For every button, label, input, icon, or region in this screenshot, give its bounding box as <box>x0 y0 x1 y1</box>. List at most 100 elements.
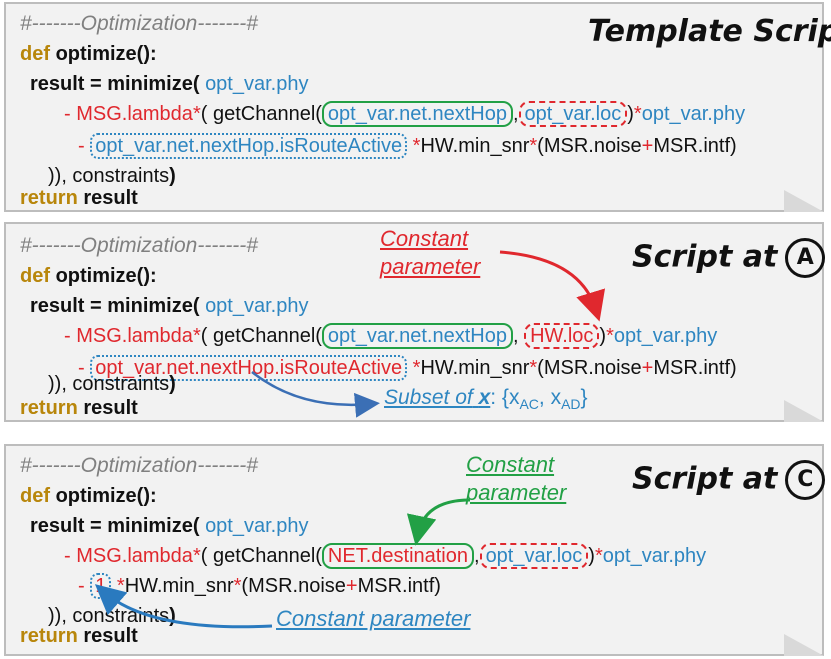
intf-term: MSR.intf) <box>653 357 737 379</box>
page-fold <box>784 400 824 422</box>
subset-label: Subset of <box>384 386 473 409</box>
return-value: result <box>83 625 138 647</box>
green-arrow <box>406 498 471 546</box>
noise-term: (MSR.noise <box>537 135 642 157</box>
blue-arrow <box>251 371 380 418</box>
def-keyword: def <box>20 43 50 65</box>
comment-line: #-------Optimization-------# <box>20 234 258 257</box>
subset-close: } <box>580 386 588 409</box>
panel-title-text: Script at <box>632 239 778 275</box>
noise-term: (MSR.noise <box>241 575 346 597</box>
min-snr: HW.min_snr <box>124 575 234 597</box>
function-name: optimize(): <box>55 485 157 507</box>
channel-line: - MSG.lambda*( getChannel(NET.destinatio… <box>64 543 707 569</box>
function-name: optimize(): <box>55 43 157 65</box>
badge-a: A <box>785 238 826 278</box>
def-line: def optimize(): <box>20 42 157 66</box>
opt-phy: opt_var.phy <box>205 515 309 537</box>
result-line: result = minimize( opt_var.phy <box>30 294 308 318</box>
annotation-line-2: parameter <box>466 480 567 505</box>
subset-values: : {x <box>490 386 520 409</box>
page-fold <box>784 190 824 212</box>
intf-term: MSR.intf) <box>357 575 441 597</box>
def-line: def optimize(): <box>20 264 157 288</box>
opt-phy-end: opt_var.phy <box>641 103 746 125</box>
snr-line: - opt_var.net.nextHop.isRouteActive *HW.… <box>78 133 737 159</box>
script-a-panel <box>4 222 824 422</box>
opt-phy: opt_var.phy <box>205 73 309 95</box>
minus-sign: - <box>78 575 85 597</box>
nexthop-box: opt_var.net.nextHop <box>321 323 513 349</box>
constraints-text: )), constraints <box>48 373 170 395</box>
minus-sign: - <box>78 357 85 379</box>
template-script-panel <box>4 2 824 212</box>
return-keyword: return <box>20 397 78 419</box>
plus-sign: + <box>641 135 654 157</box>
noise-term: (MSR.noise <box>537 357 642 379</box>
opt-phy: opt_var.phy <box>205 295 309 317</box>
opt-phy-end: opt_var.phy <box>602 545 707 567</box>
result-text: result = minimize( <box>30 515 200 537</box>
subset-separator: , x <box>538 386 562 409</box>
return-line: return result <box>20 624 138 648</box>
getchannel-call: ( getChannel( <box>200 325 322 347</box>
close-paren: ) <box>627 103 634 125</box>
result-text: result = minimize( <box>30 73 200 95</box>
hw-loc-box: HW.loc <box>524 323 600 349</box>
loc-box: opt_var.loc <box>479 543 589 569</box>
constant-param-annotation: Constant parameter <box>380 226 480 280</box>
route-active-box: opt_var.net.nextHop.isRouteActive <box>90 133 408 159</box>
badge-c: C <box>785 460 826 500</box>
subset-annotation: Subset of x: {xAC, xAD} <box>384 386 588 416</box>
snr-line: - opt_var.net.nextHop.isRouteActive *HW.… <box>78 355 737 381</box>
constraints-line: )), constraints) <box>48 164 176 188</box>
comment-line: #-------Optimization-------# <box>20 12 258 35</box>
panel-title-text: Script at <box>632 461 778 497</box>
annotation-line-1: Constant <box>466 452 555 477</box>
intf-term: MSR.intf) <box>653 135 737 157</box>
subset-sub-ad: AD <box>561 396 581 413</box>
panel-title: Template Script <box>588 14 831 49</box>
minus-sign: - <box>78 135 85 157</box>
close-paren-bold: ) <box>169 165 176 187</box>
plus-sign: + <box>345 575 358 597</box>
page-fold <box>784 634 824 656</box>
def-keyword: def <box>20 485 50 507</box>
return-line: return result <box>20 396 138 420</box>
return-line: return result <box>20 186 138 210</box>
min-snr: HW.min_snr <box>420 135 530 157</box>
return-value: result <box>83 397 138 419</box>
route-active-box: opt_var.net.nextHop.isRouteActive <box>90 355 408 381</box>
close-paren: ) <box>599 325 607 347</box>
msg-lambda-prefix: - MSG.lambda <box>64 545 193 567</box>
constraints-line: )), constraints) <box>48 372 176 396</box>
channel-line: - MSG.lambda*( getChannel(opt_var.net.ne… <box>64 101 746 127</box>
result-text: result = minimize( <box>30 295 200 317</box>
subset-sub-ac: AC <box>519 396 539 413</box>
getchannel-call: ( getChannel( <box>200 103 322 125</box>
return-keyword: return <box>20 187 78 209</box>
result-line: result = minimize( opt_var.phy <box>30 514 308 538</box>
return-keyword: return <box>20 625 78 647</box>
msg-lambda-prefix: - MSG.lambda <box>64 325 193 347</box>
script-c-panel <box>4 444 824 656</box>
function-name: optimize(): <box>55 265 157 287</box>
def-line: def optimize(): <box>20 484 157 508</box>
snr-line: - 1 *HW.min_snr*(MSR.noise+MSR.intf) <box>78 573 441 599</box>
comment-line: #-------Optimization-------# <box>20 454 258 477</box>
close-paren-bold: ) <box>169 373 176 395</box>
close-paren-bold: ) <box>169 605 176 627</box>
loc-box: opt_var.loc <box>518 101 628 127</box>
constant-param-annotation-green: Constant parameter <box>466 452 566 506</box>
annotation-line-2: parameter <box>380 254 481 279</box>
plus-sign: + <box>641 357 654 379</box>
constraints-text: )), constraints <box>48 165 170 187</box>
blue-arrow-c <box>94 584 273 629</box>
def-keyword: def <box>20 265 50 287</box>
opt-phy-end: opt_var.phy <box>613 325 718 347</box>
nexthop-box: opt_var.net.nextHop <box>321 101 513 127</box>
constant-param-annotation-blue: Constant parameter <box>276 606 471 631</box>
net-destination-box: NET.destination <box>321 543 474 569</box>
